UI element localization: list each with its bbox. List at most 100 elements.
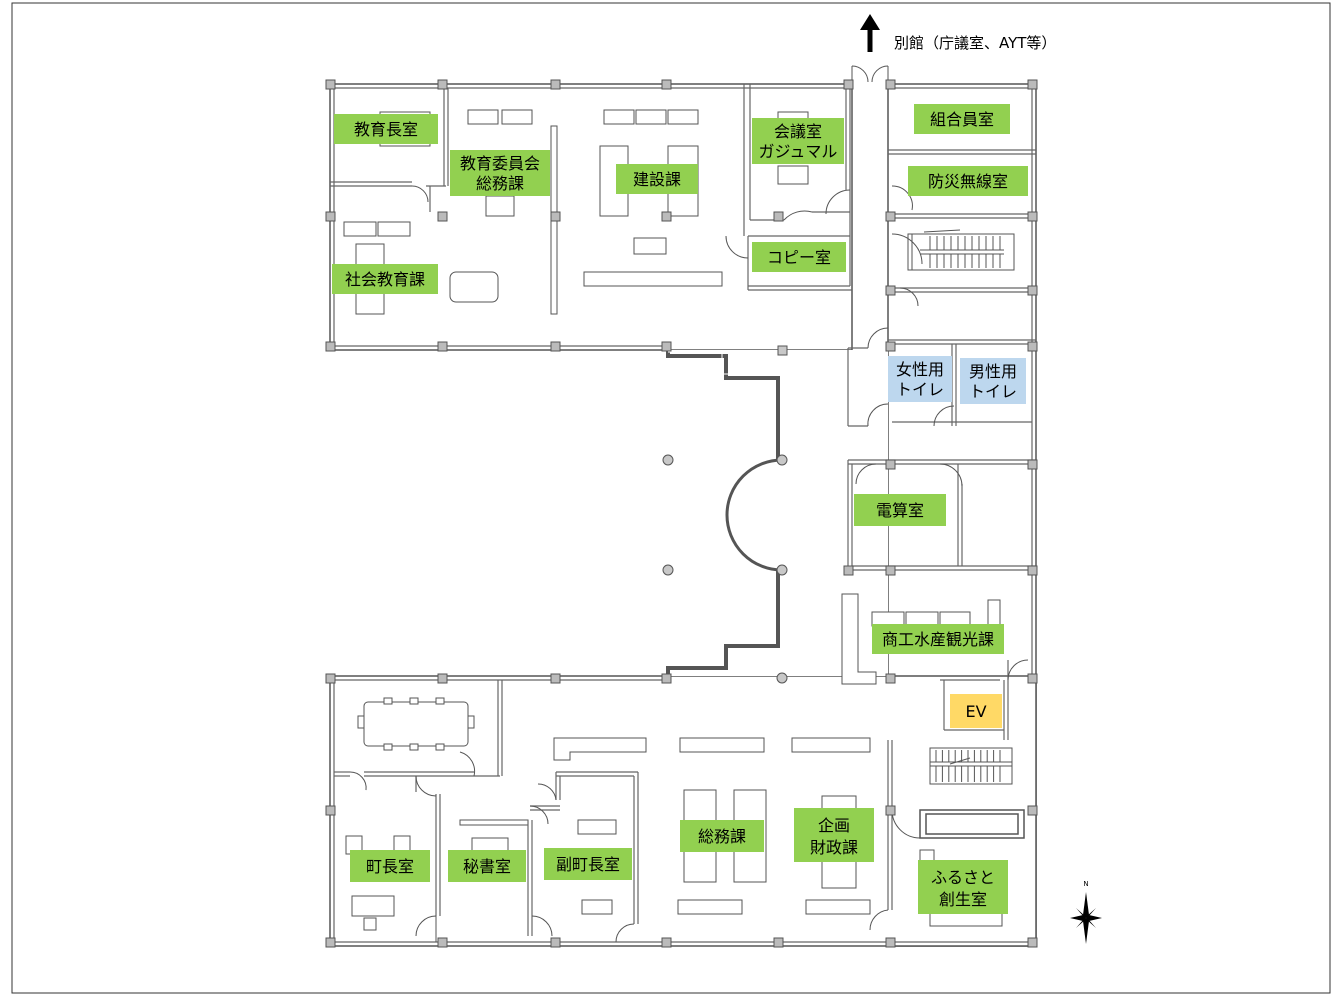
structural-column — [885, 459, 896, 470]
svg-text:防災無線室: 防災無線室 — [928, 172, 1008, 191]
svg-text:社会教育課: 社会教育課 — [345, 270, 425, 289]
room-kikaku: 企画 財政課 — [794, 808, 874, 862]
svg-text:商工水産観光課: 商工水産観光課 — [882, 630, 994, 649]
structural-column — [773, 211, 784, 222]
structural-column — [437, 341, 448, 352]
room-shakai-kyoiku: 社会教育課 — [332, 264, 438, 294]
svg-text:町長室: 町長室 — [366, 857, 414, 876]
svg-text:EV: EV — [965, 702, 986, 721]
page-frame — [11, 2, 1331, 994]
annex-direction: 別館（庁議室、AYT等） — [860, 14, 1056, 52]
structural-column — [550, 341, 561, 352]
structural-column — [661, 937, 672, 948]
svg-text:女性用: 女性用 — [896, 360, 944, 379]
structural-column — [773, 937, 784, 948]
structural-column — [325, 937, 336, 948]
structural-column — [1027, 341, 1038, 352]
svg-text:男性用: 男性用 — [969, 362, 1017, 381]
svg-text:ふるさと: ふるさと — [931, 868, 995, 887]
room-kensetsuka: 建設課 — [616, 164, 698, 194]
svg-text:企画: 企画 — [818, 816, 850, 835]
room-kyoikuchoshitsu: 教育長室 — [334, 114, 438, 144]
structural-column — [1027, 805, 1038, 816]
structural-column — [325, 79, 336, 90]
structural-column — [550, 937, 561, 948]
structural-column — [325, 673, 336, 684]
structural-column — [885, 805, 896, 816]
room-copy: コピー室 — [752, 242, 846, 272]
structural-column — [1027, 79, 1038, 90]
structural-column — [885, 673, 896, 684]
columns — [325, 79, 1038, 948]
structural-column — [885, 937, 896, 948]
svg-text:N: N — [1083, 880, 1088, 888]
structural-column — [1027, 565, 1038, 576]
structural-column — [1027, 673, 1038, 684]
compass-icon: N — [1070, 880, 1102, 944]
room-kyoiku-iinkai: 教育委員会 総務課 — [450, 150, 550, 196]
structural-column — [885, 341, 896, 352]
room-women-wc: 女性用 トイレ — [888, 356, 952, 402]
structural-column — [661, 211, 672, 222]
structural-column — [437, 79, 448, 90]
structural-column — [661, 673, 672, 684]
room-bosai: 防災無線室 — [908, 166, 1028, 196]
south-interior-walls — [334, 680, 639, 936]
structural-column — [843, 565, 854, 576]
structural-column — [550, 79, 561, 90]
svg-text:トイレ: トイレ — [969, 382, 1017, 401]
room-fukuchocho: 副町長室 — [544, 848, 632, 880]
structural-column — [885, 79, 896, 90]
room-densan: 電算室 — [854, 494, 946, 526]
structural-column — [437, 937, 448, 948]
stairs — [907, 229, 1015, 785]
room-kaigishitsu: 会議室 ガジュマル — [752, 118, 844, 164]
svg-text:組合員室: 組合員室 — [930, 110, 994, 129]
structural-column — [325, 341, 336, 352]
structural-column — [843, 79, 854, 90]
structural-column — [325, 211, 336, 222]
room-somuka: 総務課 — [680, 820, 764, 852]
svg-text:会議室: 会議室 — [774, 122, 822, 141]
svg-text:副町長室: 副町長室 — [556, 855, 620, 874]
annex-label: 別館（庁議室、AYT等） — [894, 34, 1056, 52]
structural-column — [437, 211, 448, 222]
svg-text:財政課: 財政課 — [810, 838, 858, 857]
doors — [349, 65, 1029, 943]
svg-text:総務課: 総務課 — [698, 827, 746, 846]
svg-text:秘書室: 秘書室 — [463, 857, 511, 876]
room-men-wc: 男性用 トイレ — [960, 358, 1026, 404]
structural-column — [325, 805, 336, 816]
svg-text:電算室: 電算室 — [876, 501, 924, 520]
room-furusato: ふるさと 創生室 — [918, 860, 1008, 914]
structural-column — [885, 285, 896, 296]
svg-text:教育長室: 教育長室 — [354, 120, 418, 139]
svg-text:教育委員会: 教育委員会 — [460, 154, 540, 173]
svg-text:コピー室: コピー室 — [767, 248, 831, 267]
round-pillars — [662, 345, 788, 684]
svg-text:総務課: 総務課 — [476, 174, 524, 193]
elevator: EV — [950, 694, 1002, 728]
svg-text:創生室: 創生室 — [939, 890, 987, 909]
svg-text:建設課: 建設課 — [633, 170, 681, 189]
room-chocho: 町長室 — [350, 850, 430, 882]
structural-column — [550, 211, 561, 222]
structural-column — [1027, 211, 1038, 222]
svg-text:ガジュマル: ガジュマル — [759, 142, 838, 161]
structural-column — [885, 211, 896, 222]
structural-column — [661, 79, 672, 90]
room-labels: 教育長室 教育委員会 総務課 建設課 会議室 ガジュマル コピー室 組合員室 防… — [332, 104, 1028, 914]
room-hisho: 秘書室 — [448, 850, 526, 882]
structural-column — [661, 341, 672, 352]
structural-column — [1027, 459, 1038, 470]
structural-column — [1027, 285, 1038, 296]
structural-column — [437, 673, 448, 684]
structural-column — [550, 673, 561, 684]
up-arrow-icon — [860, 14, 880, 52]
structural-column — [885, 565, 896, 576]
structural-column — [1027, 937, 1038, 948]
room-shoko: 商工水産観光課 — [872, 624, 1004, 654]
svg-text:トイレ: トイレ — [896, 380, 944, 399]
room-kumiai: 組合員室 — [914, 104, 1010, 134]
